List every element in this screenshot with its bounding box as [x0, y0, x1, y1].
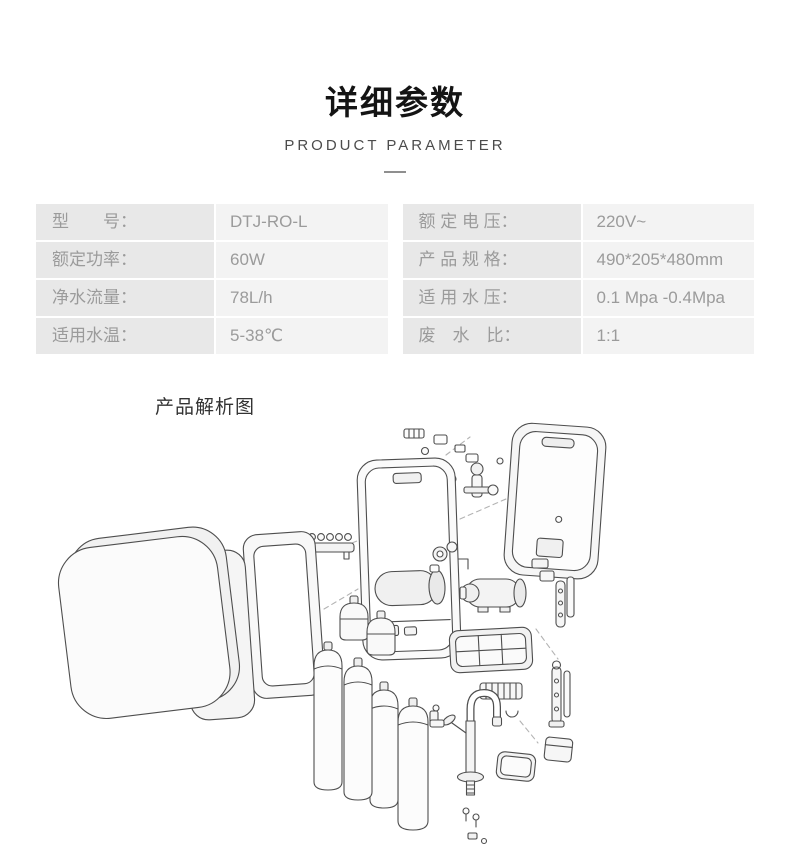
hanging-bracket	[548, 660, 571, 728]
mounting-brackets	[531, 558, 575, 628]
filter-cartridges	[313, 641, 429, 831]
filter-cartridge	[369, 681, 399, 809]
spec-row-size: 产 品 规 格： 490*205*480mm	[402, 242, 754, 278]
spec-label: 适用水温：	[36, 318, 214, 354]
title-divider	[384, 171, 406, 173]
spec-label: 适 用 水 压：	[402, 280, 581, 316]
exploded-diagram	[57, 422, 607, 845]
spec-row-water-pressure: 适 用 水 压： 0.1 Mpa -0.4Mpa	[402, 280, 754, 316]
filter-cap-2	[366, 610, 396, 656]
spec-table-right: 额 定 电 压： 220V~ 产 品 规 格： 490*205*480mm 适 …	[402, 204, 754, 356]
spec-value: DTJ-RO-L	[216, 204, 388, 240]
page-header: 详细参数 PRODUCT PARAMETER	[0, 0, 790, 173]
spec-row-power: 额定功率： 60W	[36, 242, 388, 278]
spec-label: 废 水 比：	[402, 318, 581, 354]
spec-row-water-temp: 适用水温： 5-38℃	[36, 318, 388, 354]
filter-cartridge	[343, 657, 373, 801]
accessory-box-1	[495, 751, 537, 782]
spec-value: 78L/h	[216, 280, 388, 316]
spec-label: 型 号：	[36, 204, 214, 240]
spec-row-flow: 净水流量： 78L/h	[36, 280, 388, 316]
spec-value: 0.1 Mpa -0.4Mpa	[582, 280, 754, 316]
spec-value: 5-38℃	[216, 318, 388, 354]
base-tray	[448, 626, 534, 674]
main-housing	[356, 457, 462, 661]
spec-value: 60W	[216, 242, 388, 278]
faucet	[442, 689, 503, 796]
spec-row-model: 型 号： DTJ-RO-L	[36, 204, 388, 240]
spec-row-waste-ratio: 废 水 比： 1:1	[402, 318, 754, 354]
back-panel	[503, 422, 607, 580]
page-subtitle: PRODUCT PARAMETER	[284, 137, 506, 154]
spec-table-left: 型 号： DTJ-RO-L 额定功率： 60W 净水流量： 78L/h 适用水温…	[36, 204, 388, 356]
spec-value: 490*205*480mm	[582, 242, 754, 278]
spec-label: 产 品 规 格：	[402, 242, 581, 278]
spec-tables: 型 号： DTJ-RO-L 额定功率： 60W 净水流量： 78L/h 适用水温…	[0, 204, 790, 356]
spec-value: 220V~	[582, 204, 754, 240]
spec-label: 额 定 电 压：	[402, 204, 581, 240]
spec-label: 净水流量：	[36, 280, 214, 316]
filter-cartridge	[397, 697, 429, 831]
diagram-section-title: 产品解析图	[155, 397, 256, 418]
pressure-tank	[374, 570, 438, 607]
door-frame	[242, 531, 326, 699]
small-fittings	[429, 704, 519, 845]
page-title: 详细参数	[325, 84, 465, 121]
spec-label: 额定功率：	[36, 242, 214, 278]
pump-fittings	[429, 541, 469, 573]
front-cover	[57, 526, 241, 720]
faucet-handle	[442, 714, 467, 734]
spec-value: 1:1	[582, 318, 754, 354]
spec-row-voltage: 额 定 电 压： 220V~	[402, 204, 754, 240]
filter-cartridge	[313, 641, 343, 791]
accessory-box-2	[543, 736, 574, 763]
pump	[459, 578, 527, 613]
